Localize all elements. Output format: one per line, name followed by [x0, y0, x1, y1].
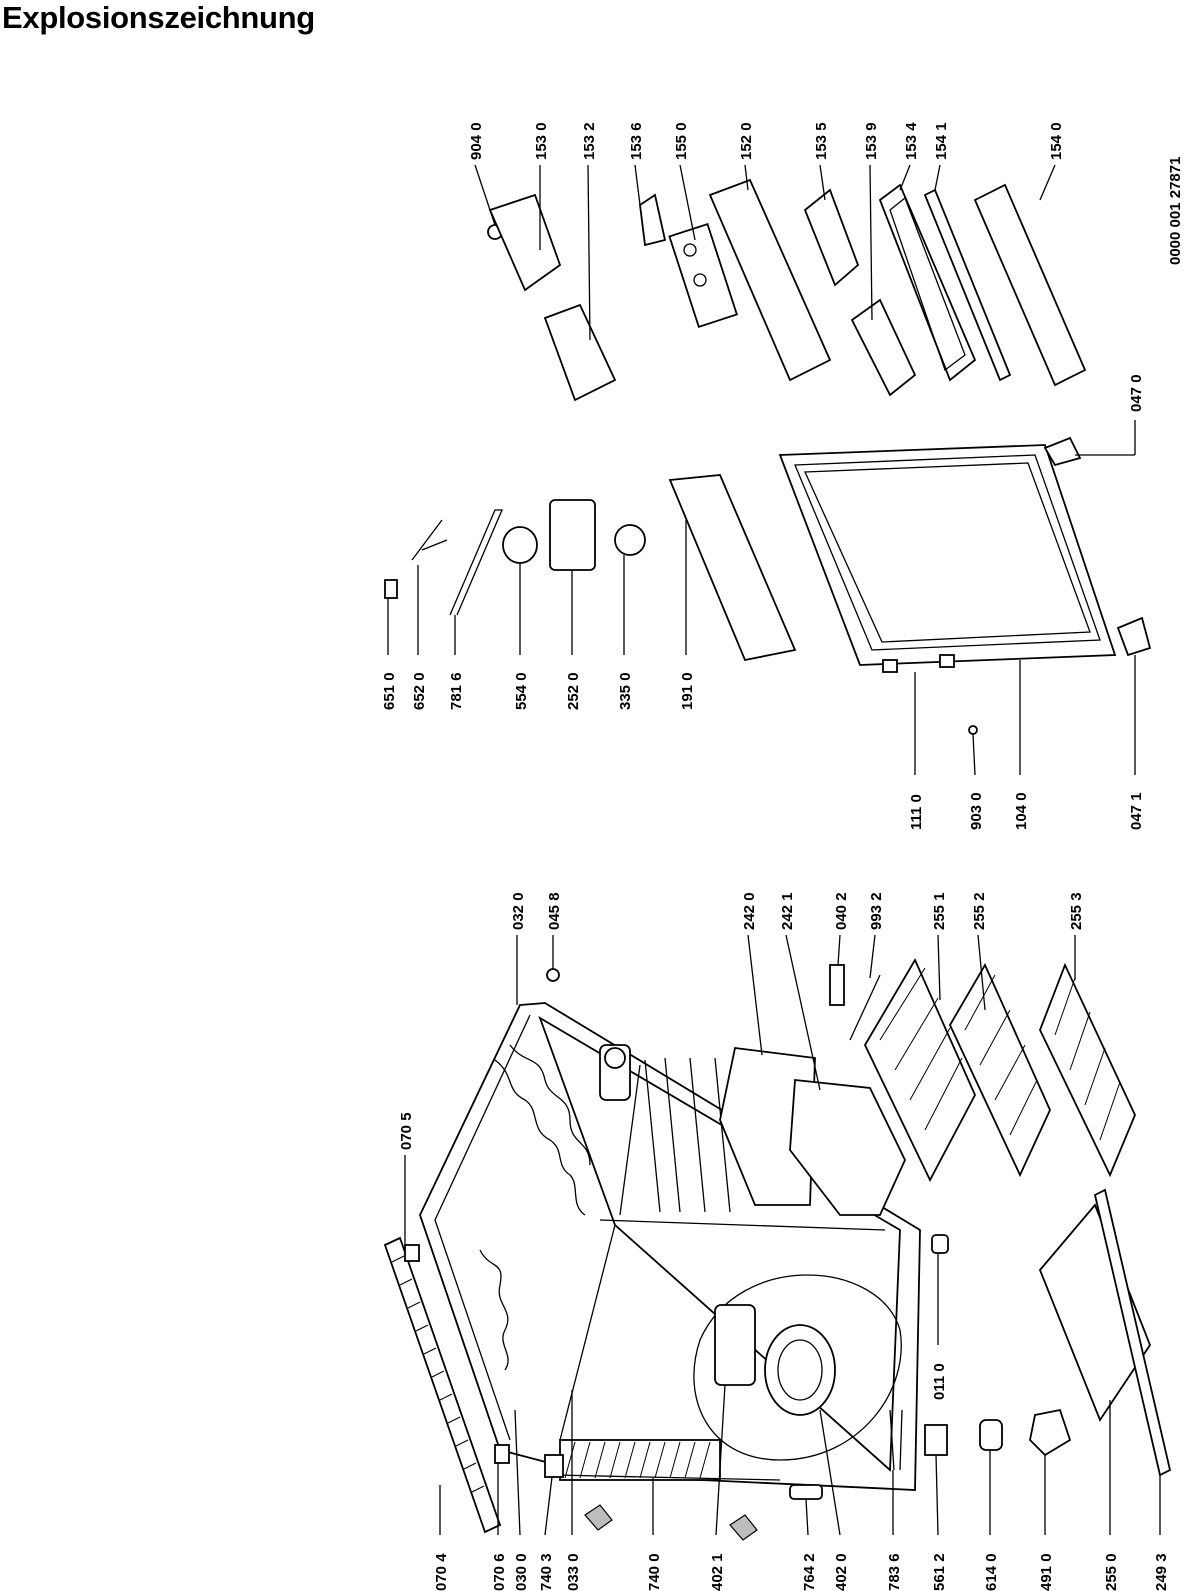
label-781-6: 781 6	[448, 672, 465, 710]
label-152-0: 152 0	[738, 122, 755, 160]
part-111-0a	[882, 659, 898, 673]
label-652-0: 652 0	[411, 672, 428, 710]
part-045-8	[546, 968, 560, 982]
label-993-2: 993 2	[868, 892, 885, 930]
label-242-1: 242 1	[779, 892, 796, 930]
label-153-9: 153 9	[863, 122, 880, 160]
hinge-047-0	[1043, 436, 1082, 467]
label-030-0: 030 0	[513, 1553, 530, 1591]
wire-shelves	[863, 958, 1136, 1182]
label-255-1: 255 1	[931, 892, 948, 930]
label-070-5: 070 5	[398, 1112, 415, 1150]
label-153-0: 153 0	[533, 122, 550, 160]
label-047-1: 047 1	[1128, 792, 1145, 830]
part-491-0	[1029, 1408, 1072, 1457]
part-764-2	[789, 1484, 823, 1500]
leader-lines	[387, 164, 1161, 1536]
label-255-2: 255 2	[971, 892, 988, 930]
label-402-0: 402 0	[833, 1553, 850, 1591]
label-554-0: 554 0	[513, 672, 530, 710]
part-252-0	[549, 499, 596, 571]
door-bins	[487, 178, 1087, 402]
label-153-6: 153 6	[628, 122, 645, 160]
shelf-strip-249-3	[1093, 1188, 1172, 1477]
label-045-8: 045 8	[546, 892, 563, 930]
label-011-0: 011 0	[931, 1363, 948, 1400]
label-111-0: 111 0	[908, 794, 925, 830]
label-614-0: 614 0	[983, 1553, 1000, 1591]
part-070-5	[404, 1244, 420, 1262]
part-011-0	[931, 1234, 949, 1254]
label-783-6: 783 6	[886, 1553, 903, 1591]
label-242-0: 242 0	[741, 892, 758, 930]
label-255-0: 255 0	[1103, 1553, 1120, 1591]
glass-shelf-255-0	[1038, 1203, 1152, 1422]
part-335-0	[614, 524, 646, 556]
label-252-0: 252 0	[565, 672, 582, 710]
label-903-0: 903 0	[968, 792, 985, 830]
label-033-0: 033 0	[565, 1553, 582, 1591]
part-740-3	[544, 1454, 564, 1478]
label-040-2: 040 2	[833, 892, 850, 930]
label-070-6: 070 6	[491, 1553, 508, 1591]
label-047-0: 047 0	[1128, 374, 1145, 412]
label-153-2: 153 2	[581, 122, 598, 160]
label-154-0: 154 0	[1048, 122, 1065, 160]
label-764-2: 764 2	[801, 1553, 818, 1591]
document-reference: 0000 001 27871	[1167, 157, 1184, 265]
label-153-5: 153 5	[813, 122, 830, 160]
part-040-2	[829, 964, 845, 1006]
grille-070-4	[383, 1236, 502, 1534]
label-153-4: 153 4	[903, 122, 920, 160]
part-111-0b	[939, 654, 955, 668]
door-104-0	[778, 444, 1117, 666]
label-904-0: 904 0	[468, 122, 485, 160]
label-561-2: 561 2	[931, 1553, 948, 1591]
part-651-0	[384, 579, 398, 599]
label-491-0: 491 0	[1038, 1553, 1055, 1591]
label-255-3: 255 3	[1068, 892, 1085, 930]
part-993-2	[849, 974, 881, 1041]
part-614-0	[979, 1419, 1003, 1451]
cabinet-body	[419, 1002, 921, 1541]
part-781-6	[449, 509, 503, 616]
label-740-3: 740 3	[538, 1553, 555, 1591]
part-561-2	[924, 1424, 948, 1456]
label-249-3: 249 3	[1153, 1553, 1170, 1591]
part-652-0	[411, 519, 448, 561]
part-labels: 070 4 070 6 030 0 740 3 033 0 740 0 402 …	[381, 122, 1184, 1591]
label-651-0: 651 0	[381, 672, 398, 710]
label-154-1: 154 1	[933, 122, 950, 160]
hinge-047-1	[1116, 616, 1152, 657]
page-title: Explosionszeichnung	[2, 0, 315, 35]
door-frame-191-0	[668, 474, 797, 662]
label-335-0: 335 0	[617, 672, 634, 710]
part-070-6	[494, 1444, 510, 1464]
part-903-0	[968, 725, 978, 735]
label-740-0: 740 0	[646, 1553, 663, 1591]
label-402-1: 402 1	[709, 1553, 726, 1591]
part-554-0	[502, 526, 538, 564]
label-191-0: 191 0	[679, 672, 696, 710]
label-032-0: 032 0	[510, 892, 527, 930]
label-104-0: 104 0	[1013, 792, 1030, 830]
label-070-4: 070 4	[433, 1553, 450, 1591]
part-783-6	[889, 1409, 903, 1471]
label-155-0: 155 0	[673, 122, 690, 160]
